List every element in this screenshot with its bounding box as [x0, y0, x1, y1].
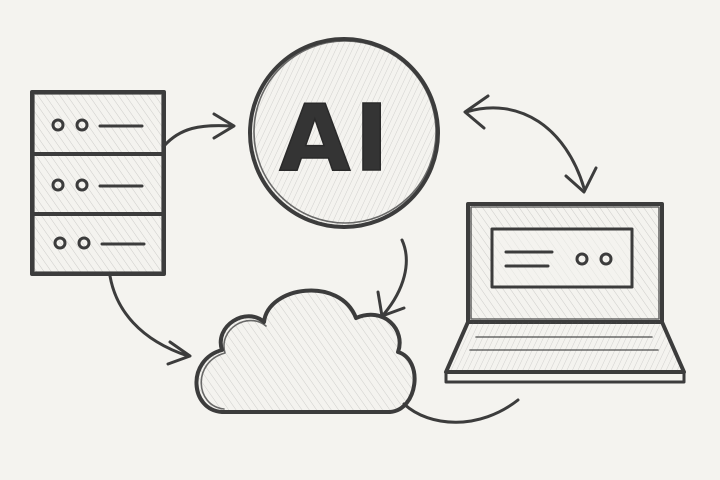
arrow-ai-to-cloud [376, 238, 408, 318]
server-unit-3 [53, 236, 146, 250]
arrow-ai-laptop-bidirectional [463, 94, 598, 194]
cloud-icon [194, 288, 417, 414]
server-rack-icon [30, 90, 166, 276]
ai-circle-icon: AI [248, 37, 440, 229]
laptop-icon [444, 202, 686, 384]
ai-label: AI [279, 85, 392, 192]
connector-cloud-to-laptop [402, 398, 520, 424]
server-unit-2 [51, 178, 144, 192]
arrow-server-to-cloud [108, 274, 192, 366]
server-unit-1 [51, 118, 144, 132]
arrow-server-to-ai [162, 112, 236, 148]
laptop-window [490, 227, 634, 289]
